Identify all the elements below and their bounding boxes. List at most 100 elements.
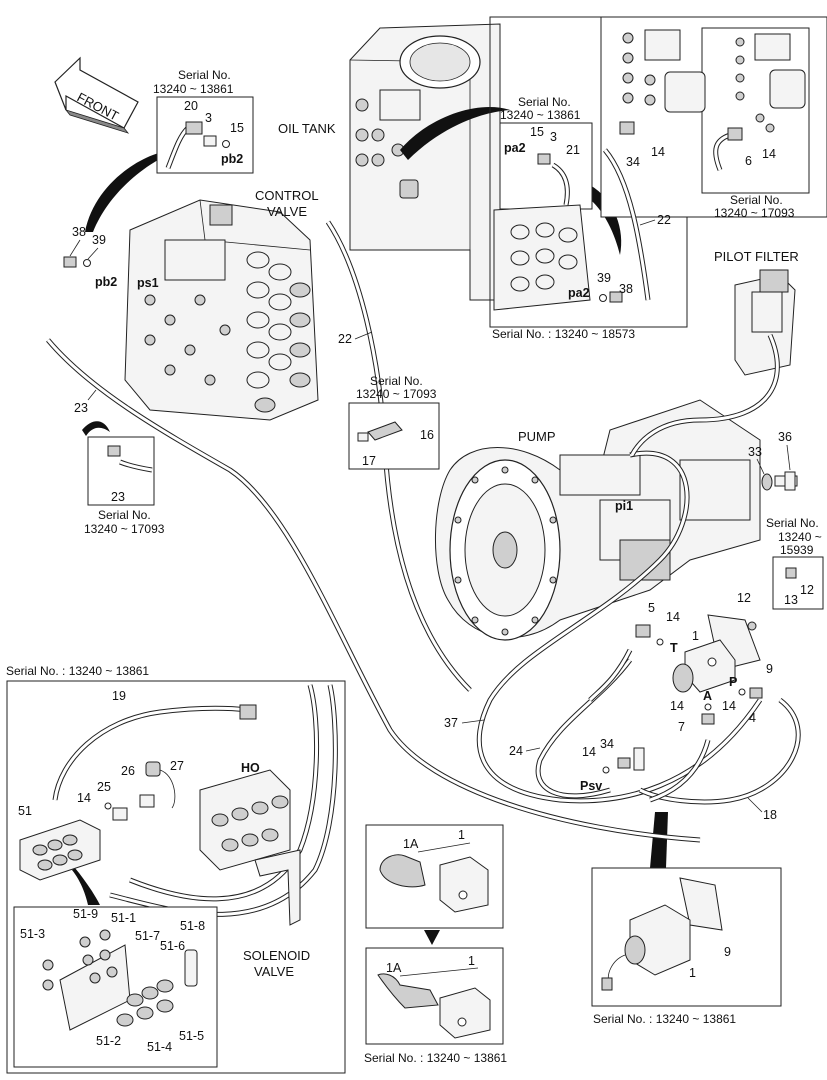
leader-swoosh-top-left — [85, 149, 180, 232]
callout-18: 18 — [763, 808, 777, 822]
callout-51-7: 51-7 — [135, 929, 160, 943]
port-Psv: Psv — [580, 779, 602, 793]
callout-22-top: 22 — [657, 213, 671, 227]
callout-38-right: 38 — [619, 282, 633, 296]
callout-14-solenoid: 14 — [77, 791, 91, 805]
control-valve-label-1: CONTROL — [255, 188, 319, 203]
callout-51-3: 51-3 — [20, 927, 45, 941]
callout-51-9: 51-9 — [73, 907, 98, 921]
callout-7: 7 — [678, 720, 685, 734]
callout-25: 25 — [97, 780, 111, 794]
callout-14-assembly-a: 14 — [666, 610, 680, 624]
serial-solenoid-box: Serial No. : 13240 ~ 13861 — [6, 664, 149, 678]
callout-51-5: 51-5 — [179, 1029, 204, 1043]
serial-top-mid-line1: Serial No. — [518, 95, 571, 109]
fitting-psv: 14 34 Psv — [580, 737, 645, 793]
callout-5: 5 — [648, 601, 655, 615]
callout-23-box: 23 — [111, 490, 125, 504]
serial-right-13-line2: 13240 ~ — [778, 530, 822, 544]
callout-1-assembly: 1 — [692, 629, 699, 643]
callout-14-assembly-c: 14 — [670, 699, 684, 713]
callout-3-top: 3 — [205, 111, 212, 125]
serial-right-13-line1: Serial No. — [766, 516, 819, 530]
serial-bottom-center: Serial No. : 13240 ~ 13861 — [364, 1051, 507, 1065]
solenoid-valve-assembly: 1 9 12 5 14 T P A 14 4 14 7 — [635, 591, 773, 734]
callout-51-6: 51-6 — [160, 939, 185, 953]
callout-51-8: 51-8 — [180, 919, 205, 933]
callout-1-upper: 1 — [458, 828, 465, 842]
serial-mid-16-line2: 13240 ~ 17093 — [356, 387, 437, 401]
serial-box-top-left: Serial No. 13240 ~ 13861 20 3 15 pb2 — [153, 68, 254, 174]
port-A: A — [703, 689, 712, 703]
solenoid-detail-box-upper: 1A 1 — [365, 824, 504, 929]
leader-swoosh-51 — [72, 868, 100, 905]
serial-left-23-line1: Serial No. — [98, 508, 151, 522]
top-right-panel: Serial No. 13240 ~ 17093 34 14 6 14 22 — [489, 16, 827, 341]
control-valve-label-2: VALVE — [267, 204, 307, 219]
callout-12-assembly: 12 — [737, 591, 751, 605]
callout-51-2: 51-2 — [96, 1034, 121, 1048]
callout-26: 26 — [121, 764, 135, 778]
callout-39-right: 39 — [597, 271, 611, 285]
serial-box-mid-16: Serial No. 13240 ~ 17093 16 17 — [348, 374, 440, 470]
callout-1A-upper: 1A — [403, 837, 419, 851]
leader-swoosh-bottom-right — [650, 812, 668, 868]
callout-4: 4 — [749, 711, 756, 725]
callout-21: 21 — [566, 143, 580, 157]
callout-51-1: 51-1 — [111, 911, 136, 925]
port-ps1: ps1 — [137, 276, 159, 290]
bolt-33-36: 33 36 — [748, 430, 798, 491]
port-pb2-left: pb2 — [95, 275, 117, 289]
leader-swoosh-oil-tank — [400, 106, 510, 160]
serial-bottom-right: Serial No. : 13240 ~ 13861 — [593, 1012, 736, 1026]
front-arrow: FRONT — [54, 56, 139, 134]
callout-23-hose: 23 — [74, 401, 88, 415]
solenoid-detail-box-right: 9 1 Serial No. : 13240 ~ 13861 — [591, 867, 782, 1026]
callout-14-psv: 14 — [582, 745, 596, 759]
serial-top-left-line1: Serial No. — [178, 68, 231, 82]
serial-top-right-line2: 13240 ~ 17093 — [714, 206, 795, 220]
callout-24: 24 — [509, 744, 523, 758]
oil-tank-label: OIL TANK — [278, 121, 336, 136]
callout-9-right: 9 — [724, 945, 731, 959]
serial-top-mid-line2: 13240 ~ 13861 — [500, 108, 581, 122]
oil-tank: OIL TANK — [278, 23, 501, 301]
serial-box-right-13: Serial No. 13240 ~ 15939 13 12 — [766, 516, 824, 610]
callout-22-hose: 22 — [338, 332, 352, 346]
solenoid-valve-label-2: VALVE — [254, 964, 294, 979]
solenoid-detail-box-lower: 1A 1 Serial No. : 13240 ~ 13861 — [364, 947, 507, 1065]
port-HO: HO — [241, 761, 260, 775]
callout-1-lower: 1 — [468, 954, 475, 968]
callout-15-mid: 15 — [530, 125, 544, 139]
leader-swoosh-right — [585, 185, 622, 255]
callout-34-top: 34 — [626, 155, 640, 169]
callout-19: 19 — [112, 689, 126, 703]
solenoid-valve-box: Serial No. : 13240 ~ 13861 19 26 27 25 1… — [6, 664, 346, 1074]
callout-12-box: 12 — [800, 583, 814, 597]
serial-box-top-mid: Serial No. 13240 ~ 13861 pa2 15 3 21 — [499, 95, 593, 210]
pump-label: PUMP — [518, 429, 556, 444]
solenoid-valve-label-1: SOLENOID — [243, 948, 310, 963]
callout-51: 51 — [18, 804, 32, 818]
callout-36: 36 — [778, 430, 792, 444]
callout-38-left: 38 — [72, 225, 86, 239]
callout-1A-lower: 1A — [386, 961, 402, 975]
callout-14-assembly-b: 14 — [722, 699, 736, 713]
pilot-filter: PILOT FILTER — [714, 249, 799, 376]
control-valve: CONTROL VALVE ps1 — [124, 188, 319, 421]
callout-14-top-a: 14 — [651, 145, 665, 159]
serial-top-range: Serial No. : 13240 ~ 18573 — [492, 327, 635, 341]
port-T: T — [670, 641, 678, 655]
callout-37: 37 — [444, 716, 458, 730]
pump: PUMP pi1 — [435, 399, 761, 641]
callout-20: 20 — [184, 99, 198, 113]
callout-39-left: 39 — [92, 233, 106, 247]
port-pa2-right: pa2 — [568, 286, 590, 300]
callout-9-assembly: 9 — [766, 662, 773, 676]
callout-6: 6 — [745, 154, 752, 168]
callout-15-top: 15 — [230, 121, 244, 135]
port-pb2-top: pb2 — [221, 152, 243, 166]
callout-1-right: 1 — [689, 966, 696, 980]
leader-arrow-bottom-center — [424, 930, 440, 945]
